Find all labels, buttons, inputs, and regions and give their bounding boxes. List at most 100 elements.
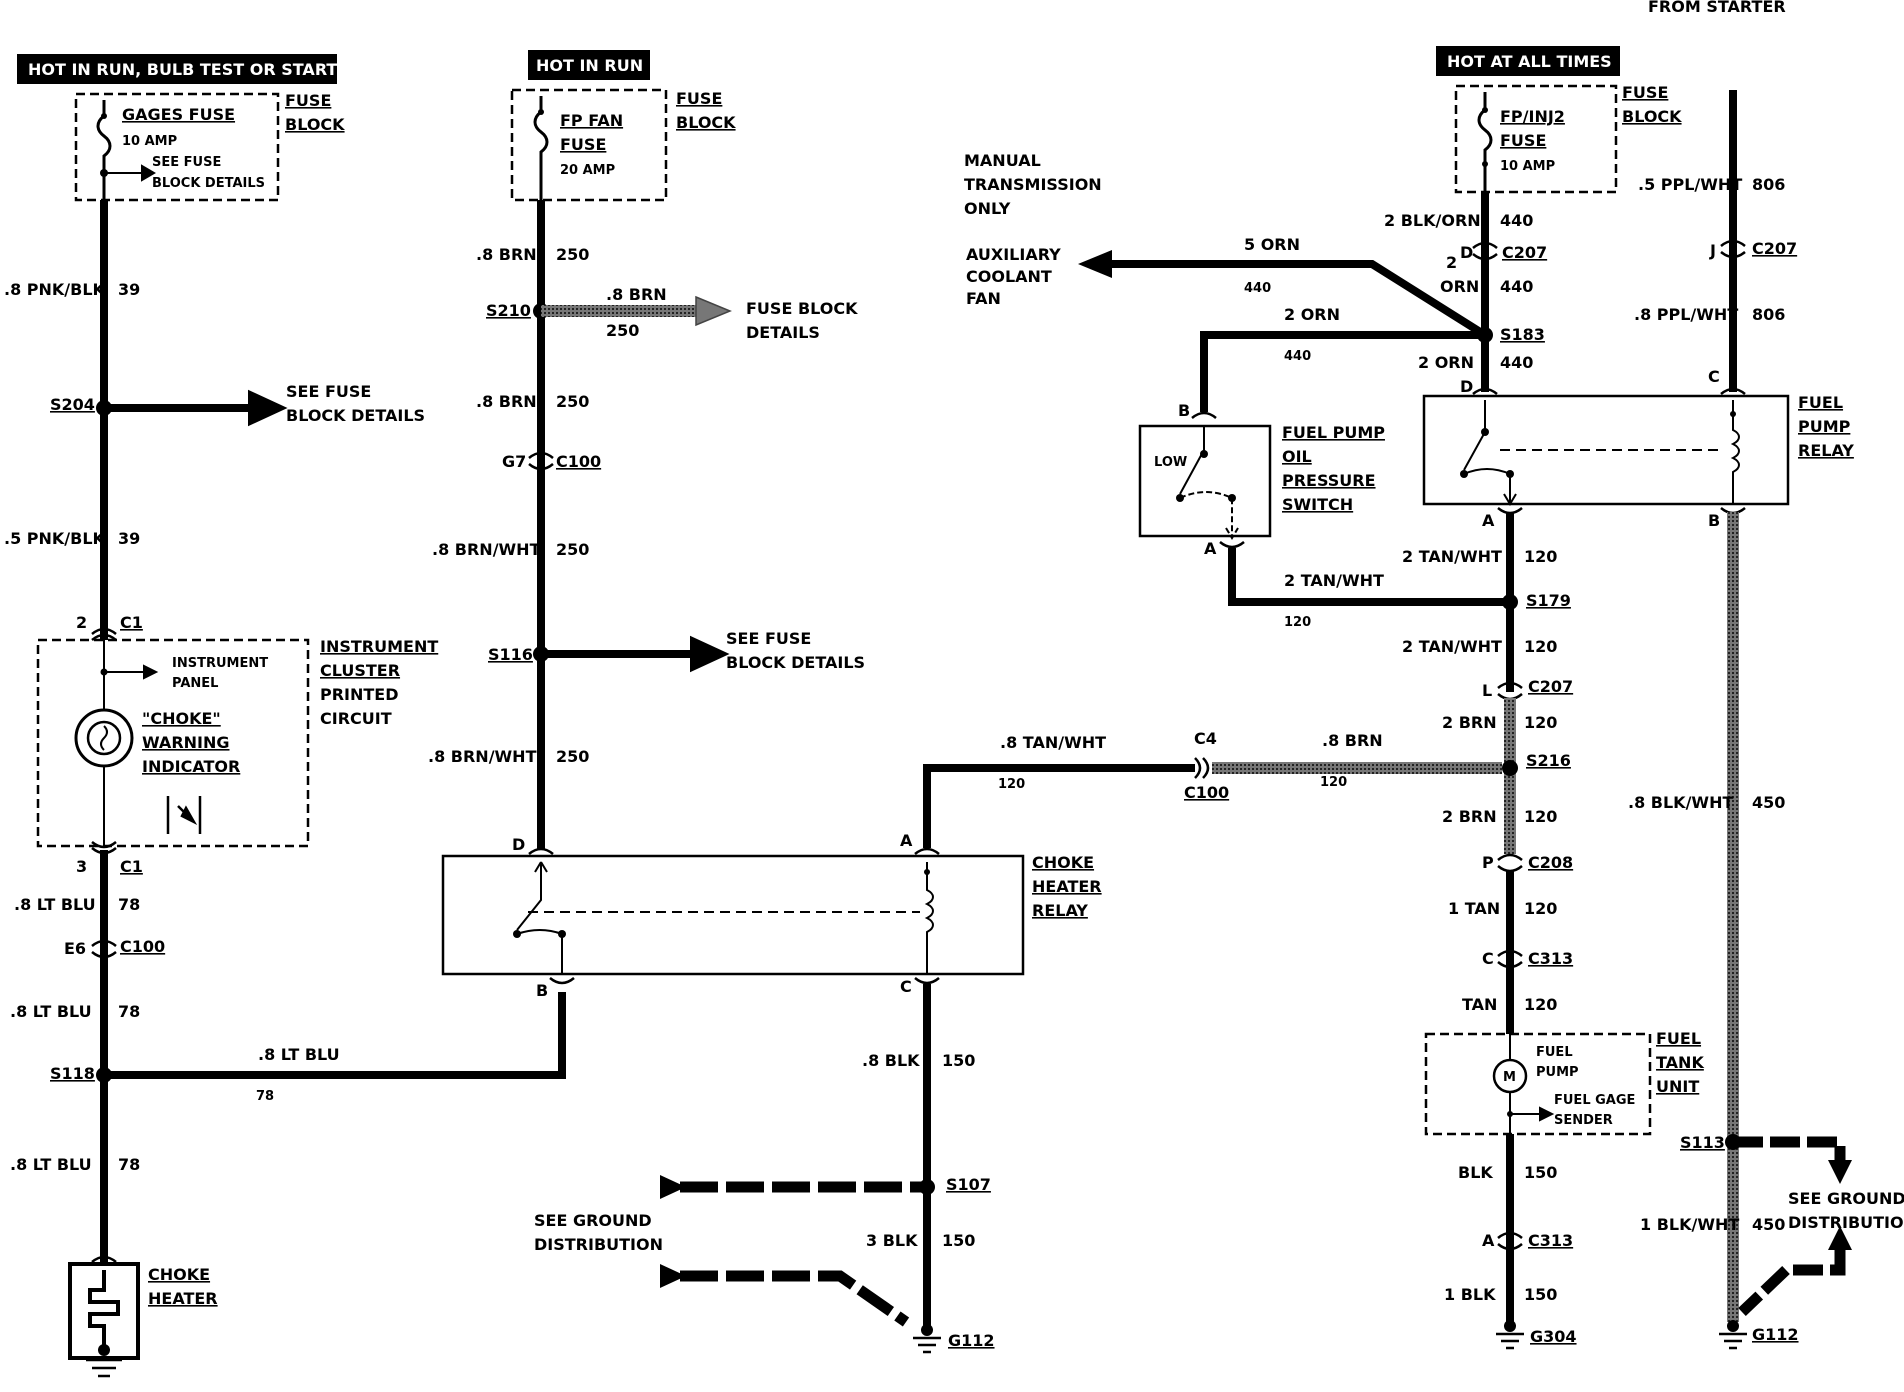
fp-fan-fuse-box (510, 88, 668, 202)
aux-fan-label: FAN (966, 289, 1001, 308)
ground-g304-label: G304 (1530, 1327, 1577, 1346)
fuse-block-label: FUSE (676, 89, 722, 108)
switch-contact (1200, 450, 1208, 458)
fuel-pump-relay-label: PUMP (1798, 417, 1851, 436)
oil-pressure-switch-box (1138, 424, 1272, 538)
fuse-block-label: FUSE (285, 91, 331, 110)
diode-symbol (166, 796, 202, 834)
pin-label: D (1460, 377, 1473, 396)
connector-label: C100 (120, 937, 165, 956)
from-starter-label: FROM STARTER (1648, 0, 1786, 16)
instrument-panel-arrow (104, 664, 159, 680)
pin-label: C (1708, 367, 1720, 386)
wire-color-label: .8 BRN/WHT (428, 747, 537, 766)
wire-number-label: 450 (1752, 793, 1785, 812)
wire-color-label: .8 BLK/WHT (1628, 793, 1733, 812)
switch-connector (1219, 541, 1245, 549)
wire-number-label: 250 (556, 245, 589, 264)
fuse-node (538, 109, 544, 115)
connector-c207 (1472, 241, 1498, 261)
wire-number-label: 250 (606, 321, 639, 340)
connector-label: C1 (120, 613, 143, 632)
pin-label: A (900, 831, 913, 850)
pin-label: A (1482, 511, 1495, 530)
connector-c313 (1497, 1231, 1523, 1251)
wire-color-label: .8 BRN (1322, 731, 1383, 750)
fuel-pump-label: PUMP (1536, 1065, 1579, 1080)
see-fuse-label: BLOCK DETAILS (726, 653, 865, 672)
wire-number-label: 150 (1524, 1163, 1557, 1182)
relay-contact-link (516, 929, 563, 974)
wire-color-label: 1 TAN (1448, 899, 1500, 918)
fuse-block-details-label: DETAILS (746, 323, 820, 342)
instrument-panel-label: INSTRUMENT (172, 656, 268, 671)
pin-label: B (536, 981, 548, 1000)
splice-s179 (1502, 594, 1518, 610)
oil-switch-label: FUEL PUMP (1282, 423, 1385, 442)
choke-heater-relay-label: HEATER (1032, 877, 1102, 896)
fuse-block-details-label: FUSE BLOCK (746, 299, 858, 318)
wire-number-label: 250 (556, 747, 589, 766)
wire-number-label: 250 (556, 540, 589, 559)
fp-fan-fuse-name: FUSE (560, 135, 606, 154)
instrument-panel-label: PANEL (172, 676, 218, 691)
wire-color-label: 2 TAN/WHT (1402, 547, 1502, 566)
cluster-label: CLUSTER (320, 661, 400, 680)
bulb-filament (100, 725, 108, 751)
wire-number-label: 440 (1500, 211, 1533, 230)
connector-c100-c4 (1194, 757, 1210, 779)
wire-color-label: .8 LT BLU (258, 1045, 340, 1064)
oil-switch-label: OIL (1282, 447, 1312, 466)
fp-fan-fuse-name: FP FAN (560, 111, 623, 130)
see-fuse-label: BLOCK DETAILS (152, 176, 265, 191)
switch-connector (1191, 411, 1217, 419)
connector-label: C208 (1528, 853, 1573, 872)
cluster-label: PRINTED (320, 685, 399, 704)
pin-label: D (512, 835, 525, 854)
pin-label: L (1482, 681, 1492, 700)
see-fuse-arrow (104, 389, 288, 427)
see-ground-label: SEE GROUND (1788, 1189, 1904, 1208)
pin-label: A (1482, 1231, 1495, 1250)
pin-label: B (1178, 401, 1190, 420)
relay-contact-link (1463, 468, 1517, 506)
choke-heater-relay-circuit: FUSE BLOCK FP FAN FUSE 20 AMP .8 BRN 250… (428, 88, 1502, 1354)
ground-icon (1496, 1332, 1524, 1350)
wire-color-label: .8 LT BLU (10, 1155, 92, 1174)
fuse-element (96, 100, 112, 200)
see-ground-label: DISTRIBUTION (1788, 1213, 1904, 1232)
fuel-gage-label: SENDER (1554, 1113, 1613, 1128)
ground-dist-arrow (660, 1264, 686, 1288)
ground-dist-wire-2 (680, 1270, 910, 1327)
choke-indicator-label: "CHOKE" (142, 709, 221, 728)
wire-number-label: 120 (1524, 637, 1557, 656)
connector-c207 (1720, 239, 1746, 259)
switch-low-label: LOW (1154, 455, 1187, 470)
wire-color-label: 2 (1446, 253, 1457, 272)
fuel-tank-unit-label: UNIT (1656, 1077, 1699, 1096)
connector-c313 (1497, 949, 1523, 969)
wire-number-label: 120 (1284, 615, 1311, 630)
wire-color-label: 3 BLK (866, 1231, 918, 1250)
wire-number-label: 440 (1244, 281, 1271, 296)
wire-color-label: .5 PNK/BLK (4, 529, 106, 548)
wire-color-label: .8 BRN (606, 285, 667, 304)
wire-number-label: 39 (118, 529, 140, 548)
wire-color-label: .8 BRN/WHT (432, 540, 541, 559)
wire-color-label: .8 TAN/WHT (1000, 733, 1106, 752)
aux-fan-arrow (1078, 250, 1112, 278)
wire-color-label: 2 BRN (1442, 713, 1497, 732)
wire-number-label: 150 (1524, 1285, 1557, 1304)
oil-switch-label: SWITCH (1282, 495, 1353, 514)
wire-number-label: 120 (1524, 807, 1557, 826)
header-hot-run-bulb (17, 54, 337, 84)
heater-element (88, 1270, 120, 1346)
splice-s118-label: S118 (50, 1064, 95, 1083)
wire-450-blk-wht (1727, 512, 1739, 1322)
splice-s204-label: S204 (50, 395, 95, 414)
wire-color-label: 2 ORN (1284, 305, 1340, 324)
wire-number-label: 440 (1500, 353, 1533, 372)
cluster-label: INSTRUMENT (320, 637, 438, 656)
connector-c100 (528, 451, 554, 471)
ground-dist-wire-2 (1738, 1250, 1846, 1316)
